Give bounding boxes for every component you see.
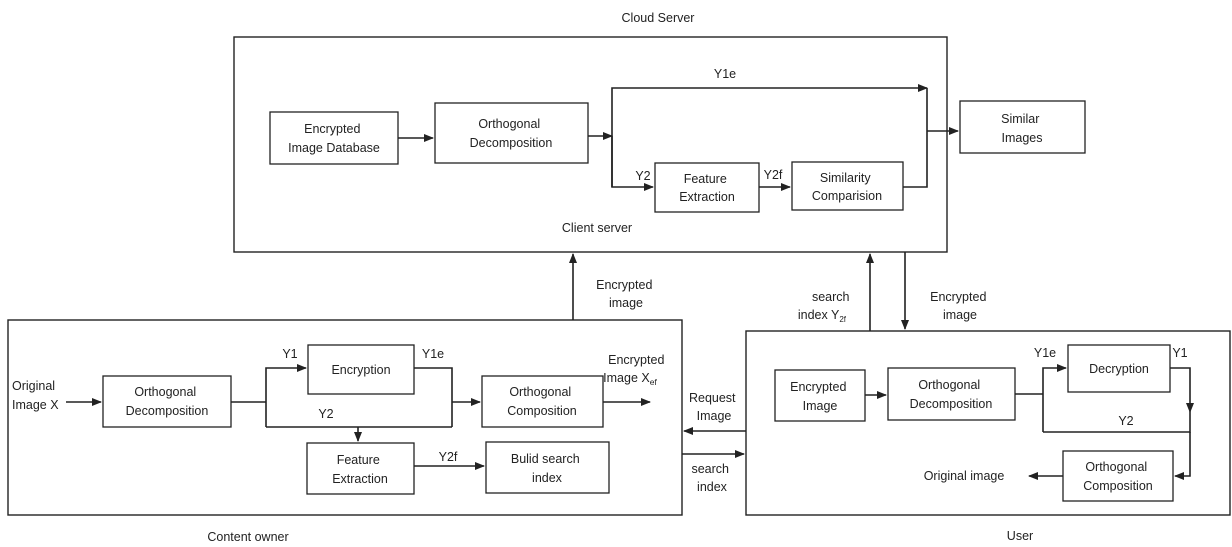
svg-text:Encrypted Image: Encrypted Image bbox=[790, 380, 850, 413]
user-orthogonal-decomposition-box: Orthogonal Decomposition bbox=[887, 367, 1016, 421]
user-y1e-label: Y1e bbox=[1034, 346, 1056, 360]
user-title: User bbox=[1007, 529, 1033, 543]
owner-connectors bbox=[66, 364, 651, 470]
encrypted-image-upload-label: Encrypted image bbox=[596, 278, 656, 310]
user-connectors bbox=[865, 364, 1194, 480]
svg-text:Orthogonal Decomposition: Orthogonal Decomposition bbox=[126, 385, 209, 418]
cloud-server-frame bbox=[233, 36, 948, 253]
search-index-y2f-label: search index Y2f bbox=[798, 290, 853, 324]
svg-text:Similar Images: Similar Images bbox=[1001, 112, 1043, 145]
svg-text:Decryption: Decryption bbox=[1089, 362, 1149, 376]
owner-y2-label: Y2 bbox=[318, 407, 333, 421]
svg-text:Orthogonal Decomposition: Orthogonal Decomposition bbox=[910, 378, 993, 411]
cloud-feature-extraction-box: Feature Extraction bbox=[654, 162, 760, 213]
user-orthogonal-composition-box: Orthogonal Composition bbox=[1062, 450, 1174, 502]
svg-text:Orthogonal Decomposition: Orthogonal Decomposition bbox=[470, 117, 553, 150]
cloud-orthogonal-decomposition-box: Orthogonal Decomposition bbox=[434, 102, 589, 164]
decryption-box: Decryption bbox=[1067, 344, 1171, 393]
cloud-y1e-label: Y1e bbox=[714, 67, 736, 81]
similar-images-box: Similar Images bbox=[959, 100, 1086, 154]
similarity-comparision-box: Similarity Comparision bbox=[791, 161, 904, 211]
svg-text:Encryption: Encryption bbox=[331, 363, 390, 377]
svg-text:Feature Extraction: Feature Extraction bbox=[679, 172, 735, 204]
cloud-y2-label: Y2 bbox=[635, 169, 650, 183]
cloud-server-title: Cloud Server bbox=[622, 11, 695, 25]
svg-text:Feature Extraction: Feature Extraction bbox=[332, 453, 388, 486]
owner-y2f-label: Y2f bbox=[439, 450, 458, 464]
content-owner-frame bbox=[7, 319, 683, 516]
owner-y1e-label: Y1e bbox=[422, 347, 444, 361]
client-server-label: Client server bbox=[562, 221, 632, 235]
svg-text:Orthogonal Composition: Orthogonal Composition bbox=[1083, 460, 1153, 493]
content-owner-title: Content owner bbox=[207, 530, 288, 544]
encrypted-image-xef-label: Encrypted Image Xef bbox=[603, 353, 668, 387]
search-index-label: search index bbox=[691, 462, 732, 494]
user-y2-label: Y2 bbox=[1118, 414, 1133, 428]
svg-text:Encrypted Image Database: Encrypted Image Database bbox=[288, 122, 380, 155]
svg-text:Orthogonal Composition: Orthogonal Composition bbox=[507, 385, 577, 418]
svg-text:Bulid search index: Bulid search index bbox=[511, 452, 583, 485]
original-image-x-label: Original Image X bbox=[12, 379, 59, 412]
original-image-output-label: Original image bbox=[924, 469, 1005, 483]
user-y1-label: Y1 bbox=[1172, 346, 1187, 360]
owner-feature-extraction-box: Feature Extraction bbox=[306, 442, 415, 495]
owner-orthogonal-composition-box: Orthogonal Composition bbox=[481, 375, 604, 428]
owner-orthogonal-decomposition-box: Orthogonal Decomposition bbox=[102, 375, 232, 428]
cloud-connectors bbox=[398, 84, 959, 191]
encryption-box: Encryption bbox=[307, 344, 415, 395]
cloud-y2f-label: Y2f bbox=[764, 168, 783, 182]
encrypted-image-download-label: Encrypted image bbox=[930, 290, 990, 322]
encrypted-image-database-box: Encrypted Image Database bbox=[269, 111, 399, 165]
svg-text:Similarity Comparision: Similarity Comparision bbox=[812, 171, 882, 203]
owner-y1-label: Y1 bbox=[282, 347, 297, 361]
inter-region-connectors bbox=[569, 252, 909, 458]
build-search-index-box: Bulid search index bbox=[485, 441, 610, 494]
request-image-label: Request Image bbox=[689, 391, 739, 423]
user-frame bbox=[745, 330, 1231, 516]
user-encrypted-image-box: Encrypted Image bbox=[774, 369, 866, 422]
